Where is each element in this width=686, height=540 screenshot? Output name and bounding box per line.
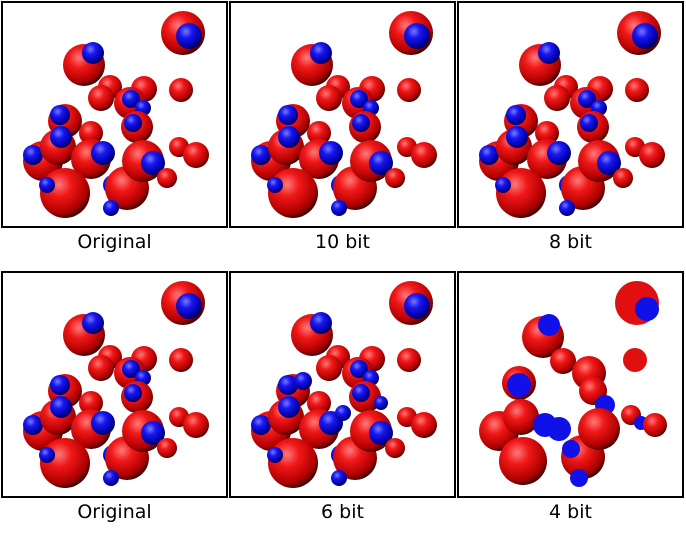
- panel-6-bit: [229, 271, 456, 498]
- panel-label: 8 bit: [549, 231, 592, 253]
- panel-4-bit: [457, 271, 684, 498]
- panel-8-bit: [457, 1, 684, 228]
- panel-original-bottom: [1, 271, 228, 498]
- panel-label: Original: [77, 231, 152, 253]
- molecule-render: [231, 273, 454, 496]
- molecule-render: [251, 11, 437, 218]
- panel-10-bit: [229, 1, 456, 228]
- molecule-render: [479, 281, 667, 487]
- panel-label: 10 bit: [314, 231, 370, 253]
- panel-label: Original: [77, 501, 152, 523]
- panel-label: 6 bit: [321, 501, 364, 523]
- molecule-render: [479, 11, 665, 218]
- molecule-render: [23, 11, 209, 218]
- panel-original-top: [1, 1, 228, 228]
- panel-label: 4 bit: [549, 501, 592, 523]
- molecule-render: [23, 281, 209, 488]
